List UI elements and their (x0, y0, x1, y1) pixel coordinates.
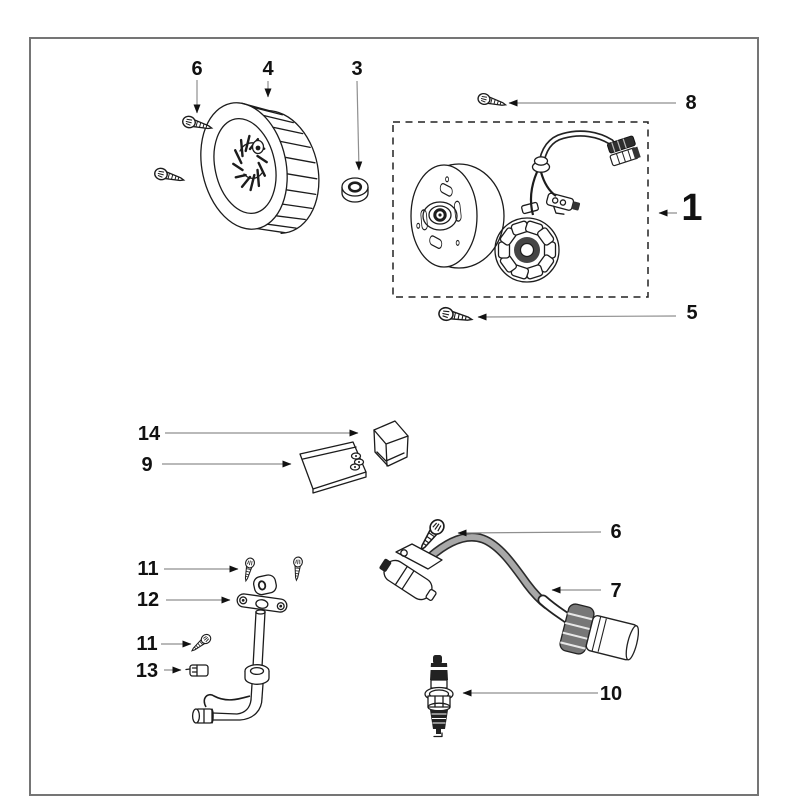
ignition-coil (379, 532, 640, 661)
spark-plug-cap (559, 603, 640, 661)
leader-lines (161, 80, 677, 697)
callout-11b: 11 (136, 633, 157, 655)
spark-plug (424, 655, 454, 738)
callout-1: 1 (681, 187, 702, 229)
callout-6b: 6 (610, 521, 621, 543)
callout-6a: 6 (191, 58, 202, 80)
assembly-dashed-box (392, 121, 649, 298)
pickup-coil (545, 192, 581, 215)
leader-line-3 (355, 80, 363, 171)
callout-9: 9 (141, 454, 152, 476)
wiring-connectors (606, 135, 641, 167)
bracket-screw-lower (188, 631, 214, 655)
callout-12: 12 (137, 589, 159, 611)
flange-screw-below-box (437, 305, 474, 327)
stator (494, 130, 641, 283)
cdi-unit (299, 441, 367, 494)
callout-3: 3 (351, 58, 362, 80)
callout-7: 7 (610, 580, 621, 602)
callout-14: 14 (138, 423, 161, 445)
callout-13: 13 (136, 660, 158, 682)
callout-10: 10 (600, 683, 622, 705)
leader-line-6b (457, 529, 602, 537)
fan-wheel (200, 102, 320, 234)
callout-8: 8 (685, 92, 696, 114)
flange-nut (341, 177, 369, 203)
rotor-flywheel (410, 163, 505, 269)
leader-line-5 (477, 313, 677, 321)
callout-11a: 11 (137, 558, 158, 580)
diagram-frame (29, 37, 759, 796)
callout-labels: 6 4 3 8 1 5 14 9 11 12 11 13 6 7 10 (136, 58, 703, 705)
callout-4: 4 (262, 58, 274, 80)
cdi-cover (373, 420, 409, 467)
cable-clip (185, 664, 209, 677)
sensor-bracket (191, 574, 288, 724)
callout-5: 5 (686, 302, 697, 324)
magneto-assembly (392, 121, 649, 298)
flange-screw-top-right (476, 91, 508, 111)
